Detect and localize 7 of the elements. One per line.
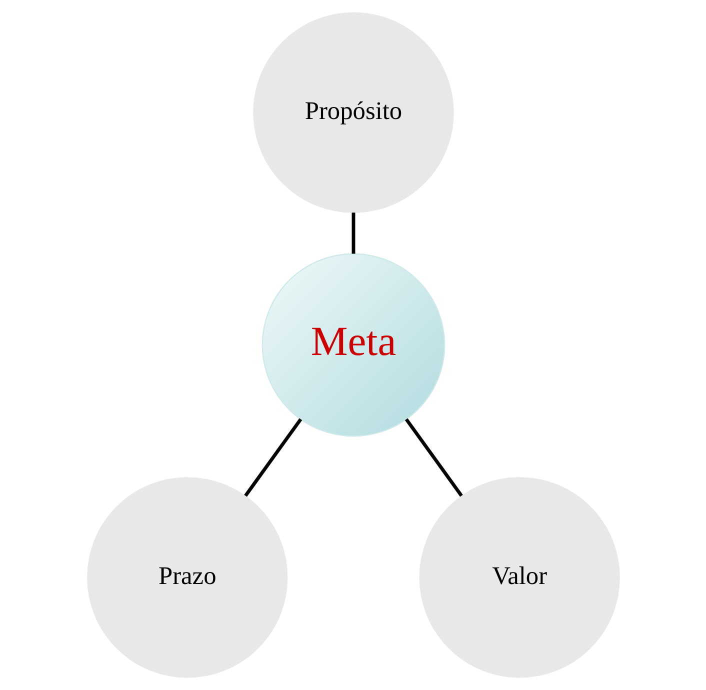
node-circle: Propósito xyxy=(252,12,454,213)
connector xyxy=(404,418,462,497)
node-circle: Meta xyxy=(261,253,445,437)
connector xyxy=(351,212,355,254)
connector xyxy=(244,418,302,497)
node-circle: Prazo xyxy=(86,477,288,678)
node-circle: Valor xyxy=(418,477,620,678)
